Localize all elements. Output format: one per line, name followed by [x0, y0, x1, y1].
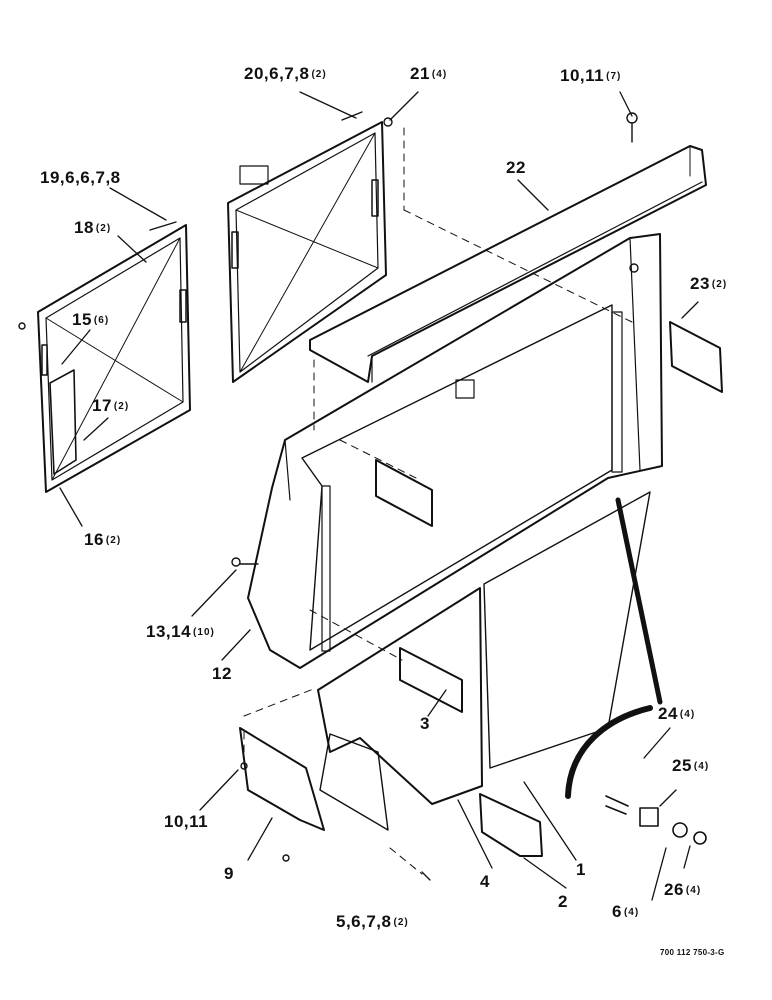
callout-10-11-top: 10,11(7)	[560, 66, 622, 85]
top-rail	[310, 146, 706, 382]
callout-15: 15(6)	[72, 310, 110, 329]
callout-25: 25(4)	[672, 756, 710, 775]
callout-23: 23(2)	[690, 274, 728, 293]
bracket	[480, 794, 542, 856]
callout-17: 17(2)	[92, 396, 130, 415]
side-screen-left	[38, 225, 190, 492]
rubber-strap	[568, 500, 660, 796]
callout-6: 6(4)	[612, 902, 640, 921]
fasteners	[18, 112, 639, 862]
callout-18: 18(2)	[74, 218, 112, 237]
mounting-plate-3	[400, 648, 462, 712]
access-door	[50, 370, 76, 474]
callout-16: 16(2)	[84, 530, 122, 549]
callout-4: 4	[480, 872, 490, 891]
leader-lines	[60, 92, 698, 900]
side-plate	[240, 728, 388, 830]
callout-12: 12	[212, 664, 232, 683]
callout-10-11-lower: 10,11	[164, 812, 209, 831]
mounting-plate-center	[376, 460, 432, 526]
side-screen-upper	[228, 122, 386, 382]
callout-2: 2	[558, 892, 568, 911]
callout-9: 9	[224, 864, 234, 883]
spring-hardware	[606, 796, 707, 845]
callout-26: 26(4)	[664, 880, 702, 899]
drawing-number: 700 112 750-3-G	[660, 948, 725, 957]
callout-24: 24(4)	[658, 704, 696, 723]
callout-5-6-7-8: 5,6,7,8(2)	[336, 912, 409, 931]
callout-22: 22	[506, 158, 526, 177]
callout-19-6-6-7-8: 19,6,6,7,8	[40, 168, 121, 187]
main-frame	[248, 234, 662, 668]
callout-20-6-7-8: 20,6,7,8(2)	[244, 64, 327, 83]
callout-1: 1	[576, 860, 586, 879]
callout-13-14: 13,14(10)	[146, 622, 215, 641]
assembly-lines	[244, 128, 632, 874]
callout-21: 21(4)	[410, 64, 448, 83]
callout-3: 3	[420, 714, 430, 733]
mounting-plate-23	[670, 322, 722, 392]
lower-panel	[318, 492, 650, 804]
